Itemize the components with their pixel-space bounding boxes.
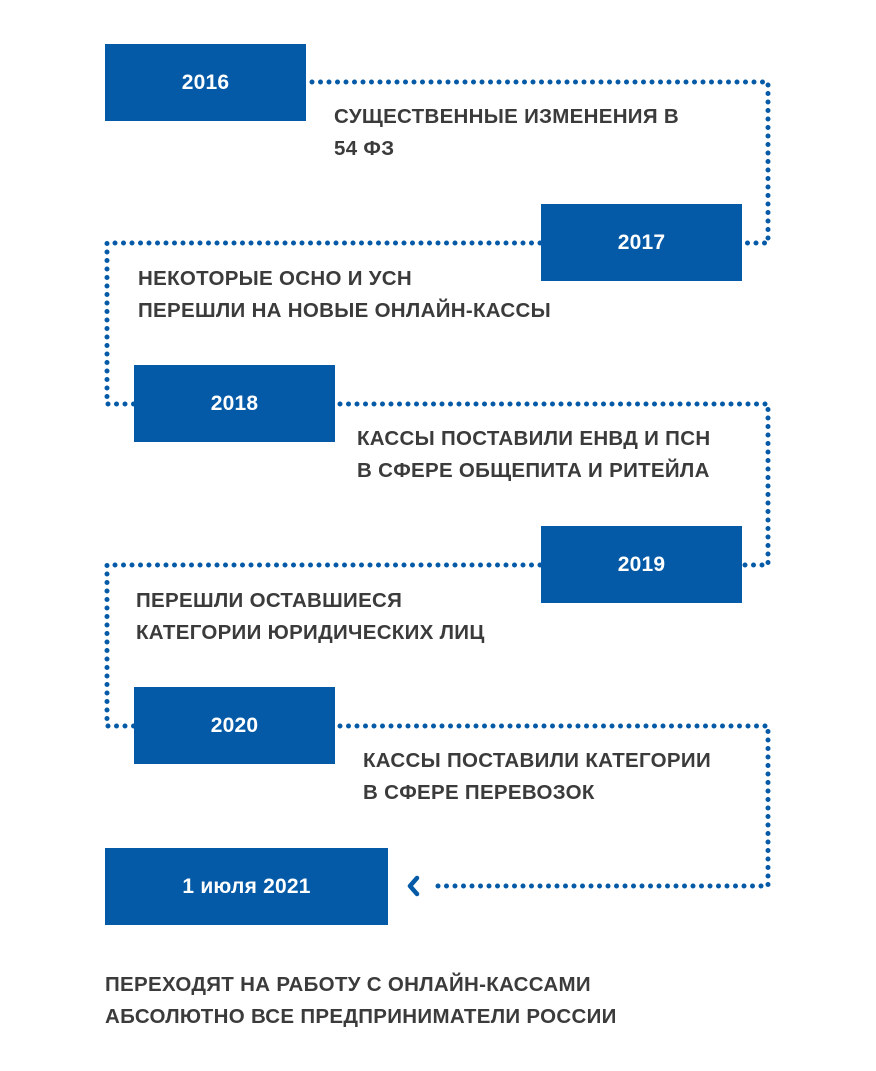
connector-2018-2019 — [337, 401, 771, 568]
step-caption-2020: КАССЫ ПОСТАВИЛИ КАТЕГОРИИ В СФЕРЕ ПЕРЕВО… — [363, 749, 711, 804]
step-caption-2017: НЕКОТОРЫЕ ОСНО И УСН ПЕРЕШЛИ НА НОВЫЕ ОН… — [138, 267, 551, 322]
step-caption-2018: КАССЫ ПОСТАВИЛИ ЕНВД И ПСН В СФЕРЕ ОБЩЕП… — [357, 427, 711, 482]
connector-2016-2017 — [309, 79, 771, 246]
step-caption-2021: ПЕРЕХОДЯТ НА РАБОТУ С ОНЛАЙН-КАССАМИ АБС… — [105, 973, 617, 1028]
year-badge-2018: 2018 — [134, 365, 335, 442]
year-badge-2019: 2019 — [541, 526, 742, 603]
step-caption-2016: СУЩЕСТВЕННЫЕ ИЗМЕНЕНИЯ В 54 ФЗ — [334, 105, 679, 160]
year-badge-2020: 2020 — [134, 687, 335, 764]
year-badge-2021: 1 июля 2021 — [105, 848, 388, 925]
year-badge-2017: 2017 — [541, 204, 742, 281]
connector-2020-2021 — [337, 723, 771, 889]
chevron-left-icon — [407, 875, 420, 897]
year-badge-2016: 2016 — [105, 44, 306, 121]
step-caption-2019: ПЕРЕШЛИ ОСТАВШИЕСЯ КАТЕГОРИИ ЮРИДИЧЕСКИХ… — [136, 589, 485, 644]
